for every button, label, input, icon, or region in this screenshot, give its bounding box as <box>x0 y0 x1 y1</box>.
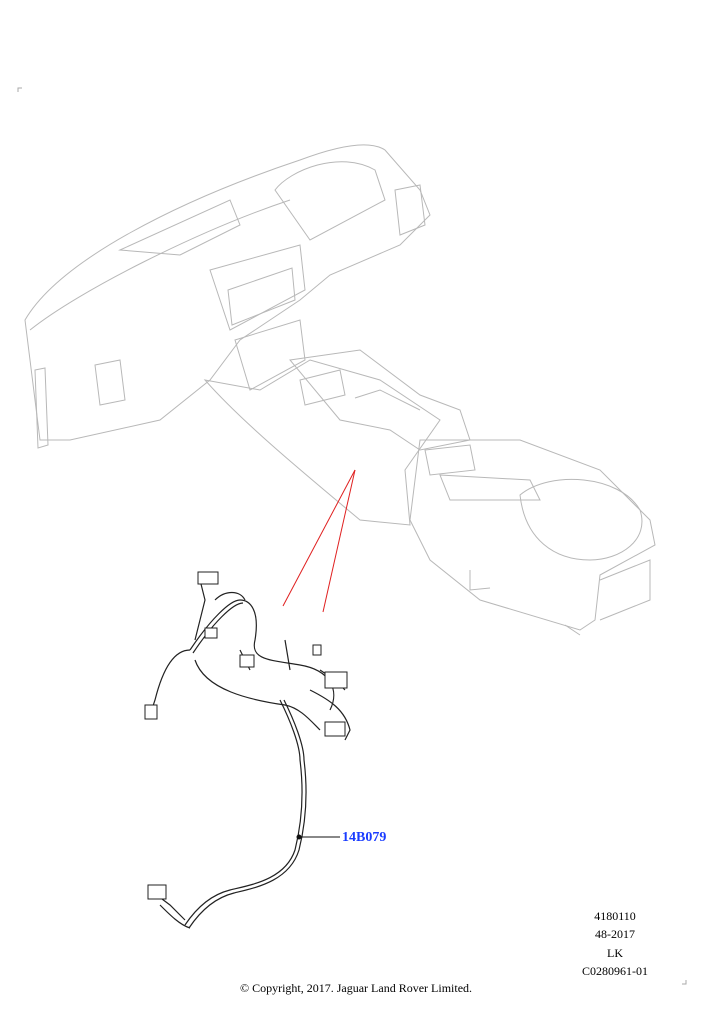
wiring-harness-14b079 <box>149 579 351 929</box>
copyright-notice: © Copyright, 2017. Jaguar Land Rover Lim… <box>239 981 473 995</box>
part-number-callout[interactable]: 14B079 <box>342 830 387 845</box>
reference-line: C0280961-01 <box>582 964 648 978</box>
leader-lines <box>282 469 356 613</box>
reference-line: 4180110 <box>594 909 636 923</box>
dashboard-outline <box>24 144 656 636</box>
reference-line: LK <box>607 946 623 960</box>
corner-mark <box>17 87 687 985</box>
callout-leader <box>296 834 340 840</box>
harness-connectors <box>144 571 348 900</box>
reference-line: 48-2017 <box>595 927 635 941</box>
